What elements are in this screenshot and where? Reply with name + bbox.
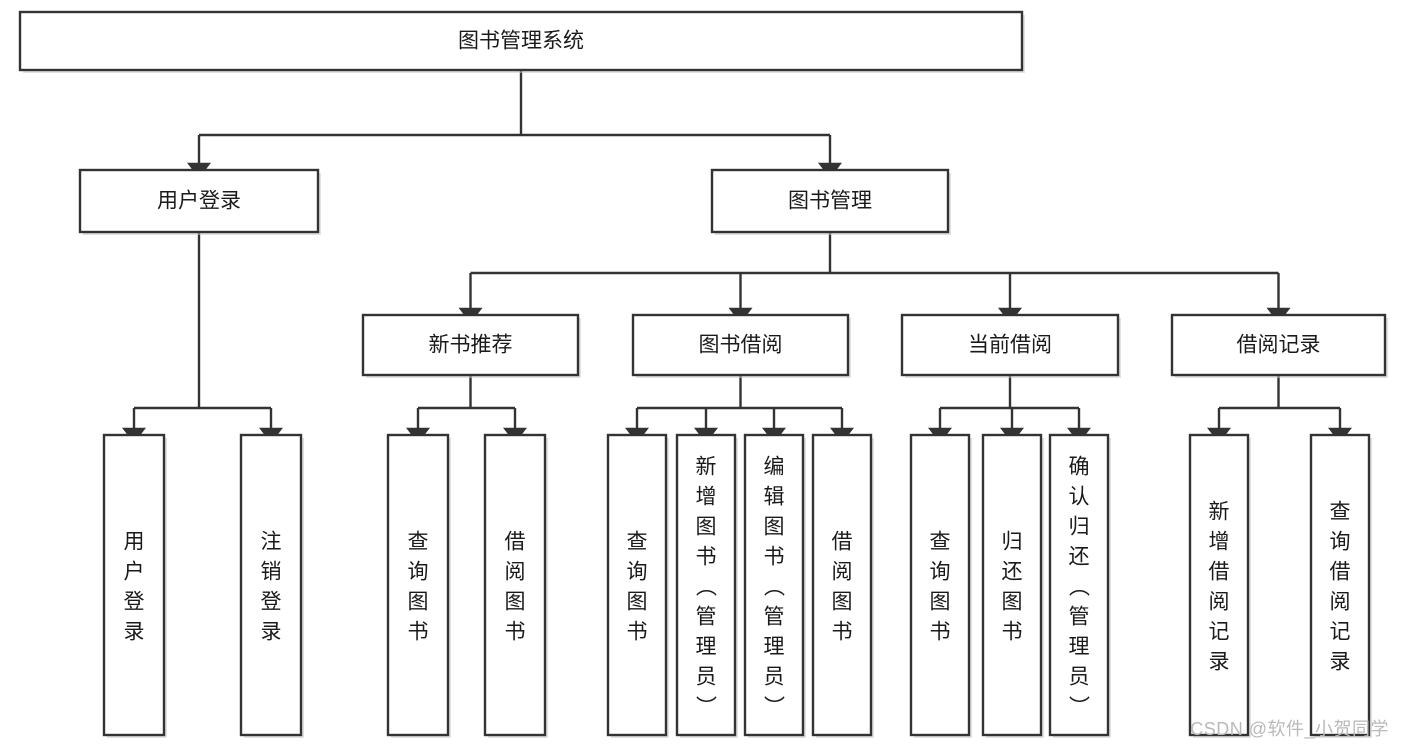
node-label: 确认归还（管理员）	[1069, 455, 1091, 718]
node-label: 当前借阅	[968, 334, 1052, 357]
node-leaf-borrow-book-1[interactable]: 借阅图书	[483, 433, 548, 738]
node-borrow-record[interactable]: 借阅记录	[1170, 313, 1388, 378]
node-label: 用户登录	[124, 530, 145, 643]
node-rect[interactable]	[811, 433, 873, 737]
node-root[interactable]: 图书管理系统	[18, 10, 1025, 73]
node-rect[interactable]	[1170, 313, 1387, 377]
node-rect[interactable]	[1188, 433, 1250, 737]
node-label: 借阅记录	[1237, 334, 1321, 357]
node-rect[interactable]	[386, 433, 450, 737]
node-leaf-logout[interactable]: 注销登录	[239, 433, 304, 738]
node-label: 归还图书	[1002, 530, 1023, 643]
node-rect[interactable]	[78, 168, 320, 234]
node-leaf-confirm-return[interactable]: 确认归还（管理员）	[1048, 433, 1111, 738]
node-label: 图书借阅	[699, 334, 783, 357]
node-label: 查询图书	[930, 530, 951, 643]
node-rect[interactable]	[18, 10, 1024, 72]
node-label: 借阅图书	[832, 530, 853, 643]
node-label: 新增借阅记录	[1209, 500, 1230, 673]
node-leaf-query-book-2[interactable]: 查询图书	[606, 433, 669, 738]
node-leaf-query-record[interactable]: 查询借阅记录	[1309, 433, 1372, 738]
node-leaf-query-book-3[interactable]: 查询图书	[909, 433, 972, 738]
node-rect[interactable]	[102, 433, 166, 737]
node-label: 编辑图书（管理员）	[764, 455, 786, 718]
node-rect[interactable]	[1309, 433, 1371, 737]
node-label: 查询图书	[627, 530, 648, 643]
node-label: 用户登录	[157, 190, 241, 213]
node-rect[interactable]	[909, 433, 971, 737]
node-new-book-recommend[interactable]: 新书推荐	[361, 313, 581, 378]
node-leaf-user-login[interactable]: 用户登录	[102, 433, 167, 738]
node-book-borrow[interactable]: 图书借阅	[631, 313, 851, 378]
node-book-management[interactable]: 图书管理	[710, 168, 951, 235]
node-rect[interactable]	[900, 313, 1120, 377]
node-rect[interactable]	[981, 433, 1043, 737]
node-rect[interactable]	[606, 433, 668, 737]
connector-layer	[122, 70, 1352, 444]
node-leaf-borrow-book-2[interactable]: 借阅图书	[811, 433, 874, 738]
node-label: 图书管理	[788, 190, 872, 213]
node-rect[interactable]	[675, 433, 737, 737]
node-label: 查询图书	[408, 530, 429, 643]
node-label: 新书推荐	[429, 334, 513, 357]
node-rect[interactable]	[631, 313, 850, 377]
node-leaf-query-book-1[interactable]: 查询图书	[386, 433, 451, 738]
node-rect[interactable]	[1048, 433, 1110, 737]
node-user-login[interactable]: 用户登录	[78, 168, 321, 235]
node-rect[interactable]	[483, 433, 547, 737]
node-label: 查询借阅记录	[1330, 500, 1351, 673]
node-label: 注销登录	[261, 530, 282, 643]
node-rect[interactable]	[361, 313, 580, 377]
node-rect[interactable]	[743, 433, 805, 737]
node-label: 借阅图书	[505, 530, 526, 643]
node-rect[interactable]	[239, 433, 303, 737]
node-label: 图书管理系统	[458, 30, 584, 53]
node-leaf-edit-book[interactable]: 编辑图书（管理员）	[743, 433, 806, 738]
node-leaf-add-record[interactable]: 新增借阅记录	[1188, 433, 1251, 738]
node-layer: 图书管理系统用户登录图书管理新书推荐图书借阅当前借阅借阅记录用户登录注销登录查询…	[18, 10, 1388, 738]
node-leaf-return-book[interactable]: 归还图书	[981, 433, 1044, 738]
node-leaf-add-book[interactable]: 新增图书（管理员）	[675, 433, 738, 738]
node-current-borrow[interactable]: 当前借阅	[900, 313, 1121, 378]
node-label: 新增图书（管理员）	[696, 455, 718, 718]
node-rect[interactable]	[710, 168, 950, 234]
